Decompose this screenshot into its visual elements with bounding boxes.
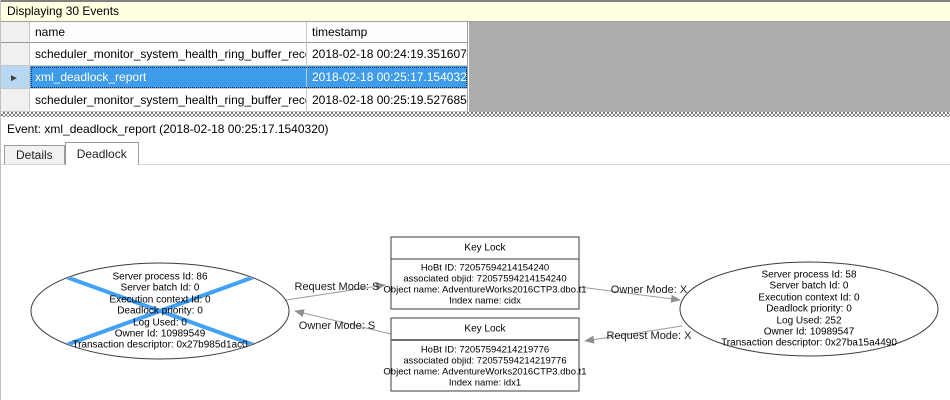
tab-details[interactable]: Details: [4, 145, 65, 164]
process-attr: Transaction descriptor: 0x27b985d1ac0: [72, 340, 248, 351]
deadlock-edges: [285, 282, 683, 344]
process-attr: Log Used: 0: [133, 318, 187, 329]
current-row-arrow-icon: ►: [9, 73, 19, 84]
column-header-name[interactable]: name: [30, 22, 307, 43]
tab-deadlock[interactable]: Deadlock: [64, 142, 139, 165]
resource-attr: Index name: cidx: [449, 296, 521, 307]
process-attr: Log Used: 252: [776, 316, 841, 327]
event-name-cell: scheduler_monitor_system_health_ring_buf…: [30, 43, 307, 66]
victim-cross-icon: [32, 264, 288, 358]
edge-owner-s: [294, 309, 392, 335]
row-selector-cell: ►: [1, 66, 30, 89]
process-attr: Owner Id: 10989547: [764, 327, 855, 338]
event-name-cell: scheduler_monitor_system_health_ring_buf…: [30, 89, 307, 112]
edge-request-x: [584, 325, 683, 344]
grid-header-row: name timestamp: [1, 22, 469, 43]
process-attr: Server process Id: 58: [761, 270, 856, 281]
resource-title: Key Lock: [464, 324, 506, 335]
process-attr: Owner Id: 10989549: [115, 329, 206, 340]
table-row-selected[interactable]: ► xml_deadlock_report 2018-02-18 00:25:1…: [1, 66, 469, 89]
row-selector-cell: [1, 43, 30, 66]
process-attr: Server batch Id: 0: [121, 283, 200, 294]
event-name-cell: xml_deadlock_report: [30, 66, 307, 89]
process-attr: Execution context Id: 0: [109, 295, 211, 306]
event-timestamp-cell: 2018-02-18 00:24:19.3516078: [307, 43, 468, 66]
resource-attr: Object name: AdventureWorks2016CTP3.dbo.…: [383, 367, 586, 378]
event-timestamp-cell: 2018-02-18 00:25:17.1540320: [307, 66, 468, 89]
resource-attr: associated objid: 72057594214154240: [403, 274, 566, 285]
resource-attr: associated objid: 72057594214219776: [403, 356, 566, 367]
edge-label-owner-x: Owner Mode: X: [611, 284, 688, 296]
edge-label-request-x: Request Mode: X: [607, 330, 693, 342]
selected-event-caption-text: Event: xml_deadlock_report (2018-02-18 0…: [7, 122, 329, 136]
process-attr: Server process Id: 86: [112, 272, 207, 283]
process-attr: Transaction descriptor: 0x27ba15a4490: [721, 338, 897, 349]
edge-owner-x: [579, 286, 681, 303]
events-grid-zone: name timestamp scheduler_monitor_system_…: [1, 22, 950, 112]
resource-attr: Object name: AdventureWorks2016CTP3.dbo.…: [383, 285, 586, 296]
column-header-timestamp[interactable]: timestamp: [307, 22, 468, 43]
resource-node-keylock-cidx[interactable]: Key Lock HoBt ID: 72057594214154240 asso…: [383, 236, 587, 310]
table-row[interactable]: scheduler_monitor_system_health_ring_buf…: [1, 89, 469, 112]
events-count-bar: Displaying 30 Events: [1, 2, 950, 22]
pane-top-border: [1, 0, 950, 2]
process-attr: Execution context Id: 0: [758, 293, 860, 304]
row-selector-header: [1, 22, 30, 43]
process-attr: Server batch Id: 0: [770, 281, 849, 292]
events-grid: name timestamp scheduler_monitor_system_…: [1, 22, 469, 112]
edge-label-owner-s: Owner Mode: S: [299, 320, 375, 332]
events-count-label: Displaying 30 Events: [7, 4, 120, 18]
horizontal-splitter[interactable]: [1, 112, 950, 117]
resource-attr: HoBt ID: 72057594214154240: [421, 263, 549, 274]
process-node[interactable]: Server process Id: 58 Server batch Id: 0…: [679, 261, 939, 357]
process-node-victim[interactable]: Server process Id: 86 Server batch Id: 0…: [30, 262, 290, 360]
detail-tabs: Details Deadlock: [1, 141, 950, 165]
process-attr: Deadlock priority: 0: [766, 304, 852, 315]
deadlock-graph: Server process Id: 86 Server batch Id: 0…: [30, 236, 939, 392]
row-selector-cell: [1, 89, 30, 112]
selected-event-caption: Event: xml_deadlock_report (2018-02-18 0…: [1, 117, 950, 141]
event-timestamp-cell: 2018-02-18 00:25:19.5276859: [307, 89, 468, 112]
edge-label-request-s: Request Mode: S: [295, 281, 380, 293]
process-attr: Deadlock priority: 0: [117, 306, 203, 317]
table-row[interactable]: scheduler_monitor_system_health_ring_buf…: [1, 43, 469, 66]
deadlock-graph-panel: Server process Id: 86 Server batch Id: 0…: [1, 165, 950, 399]
resource-node-keylock-idx1[interactable]: Key Lock HoBt ID: 72057594214219776 asso…: [383, 317, 587, 392]
edge-request-s: [285, 282, 386, 301]
resource-attr: HoBt ID: 72057594214219776: [421, 345, 549, 356]
resource-title: Key Lock: [464, 243, 506, 254]
resource-attr: Index name: idx1: [449, 378, 521, 389]
